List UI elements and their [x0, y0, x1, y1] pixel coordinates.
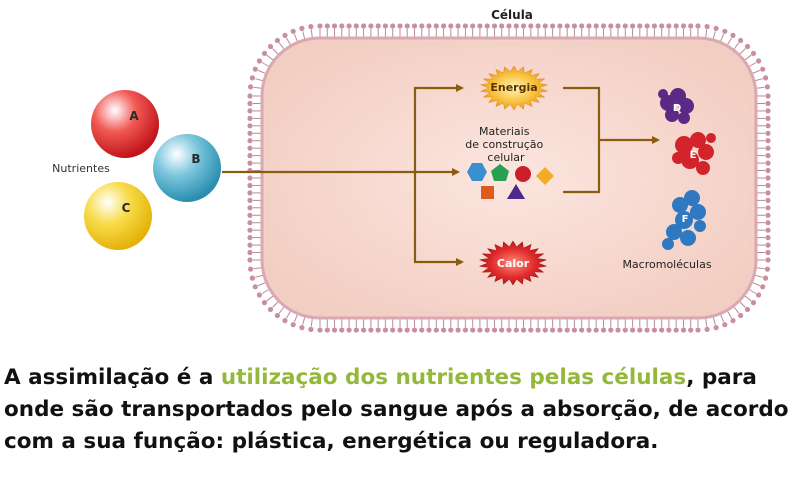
- macromolecule-e-label: E: [690, 150, 697, 161]
- square-shape: [481, 186, 494, 199]
- output-arrows: [563, 86, 660, 194]
- nutrient-b-label: B: [191, 152, 200, 166]
- macromolecule-f: F: [662, 190, 706, 250]
- energy-branch-arrow: [413, 84, 464, 172]
- macromolecule-d: D: [658, 88, 694, 124]
- caption-highlight: utilização dos nutrientes pelas células: [220, 365, 687, 390]
- heat-label: Calor: [497, 257, 530, 270]
- materials-label: Materiais de construção celular: [465, 125, 547, 164]
- cell-membrane: [247, 23, 771, 333]
- nutrient-a: A: [91, 90, 159, 158]
- nutrients-label: Nutrientes: [52, 162, 110, 175]
- caption-after: , para onde são transportados pelo sangu…: [4, 365, 789, 454]
- cell-label: Célula: [491, 8, 533, 22]
- heat-branch-arrow: [413, 172, 464, 266]
- nutrient-a-label: A: [129, 109, 139, 123]
- diamond-shape: [536, 167, 554, 185]
- materials-label-line-2: de construção: [465, 138, 543, 151]
- materials-label-line-1: Materiais: [479, 125, 530, 138]
- materials-label-line-3: celular: [487, 151, 525, 164]
- pentagon-shape: [491, 164, 509, 181]
- macromolecule-e: E: [672, 132, 716, 175]
- input-arrows: [222, 84, 464, 266]
- nutrient-b: B: [153, 134, 221, 202]
- macromolecule-f-label: F: [682, 214, 689, 225]
- building-blocks: [467, 163, 554, 199]
- hexagon-shape: [467, 163, 487, 181]
- caption-before: A assimilação é a: [4, 365, 221, 390]
- heat-burst: Calor: [478, 240, 548, 286]
- cell-cytoplasm: [260, 36, 758, 320]
- energy-label: Energia: [490, 81, 537, 94]
- nutrient-c: C: [84, 182, 152, 250]
- macromolecules-label: Macromoléculas: [622, 258, 711, 271]
- macromolecule-d-label: D: [673, 103, 681, 114]
- triangle-shape: [507, 184, 525, 199]
- cell-membrane-inner: [267, 43, 751, 313]
- nutrient-c-label: C: [122, 201, 131, 215]
- assimilation-diagram: Célula Nutrientes A B C Energia Materiai…: [52, 8, 771, 333]
- circle-shape: [515, 166, 531, 182]
- energy-burst: Energia: [479, 65, 549, 111]
- caption-text: A assimilação é a utilização dos nutrien…: [4, 362, 790, 458]
